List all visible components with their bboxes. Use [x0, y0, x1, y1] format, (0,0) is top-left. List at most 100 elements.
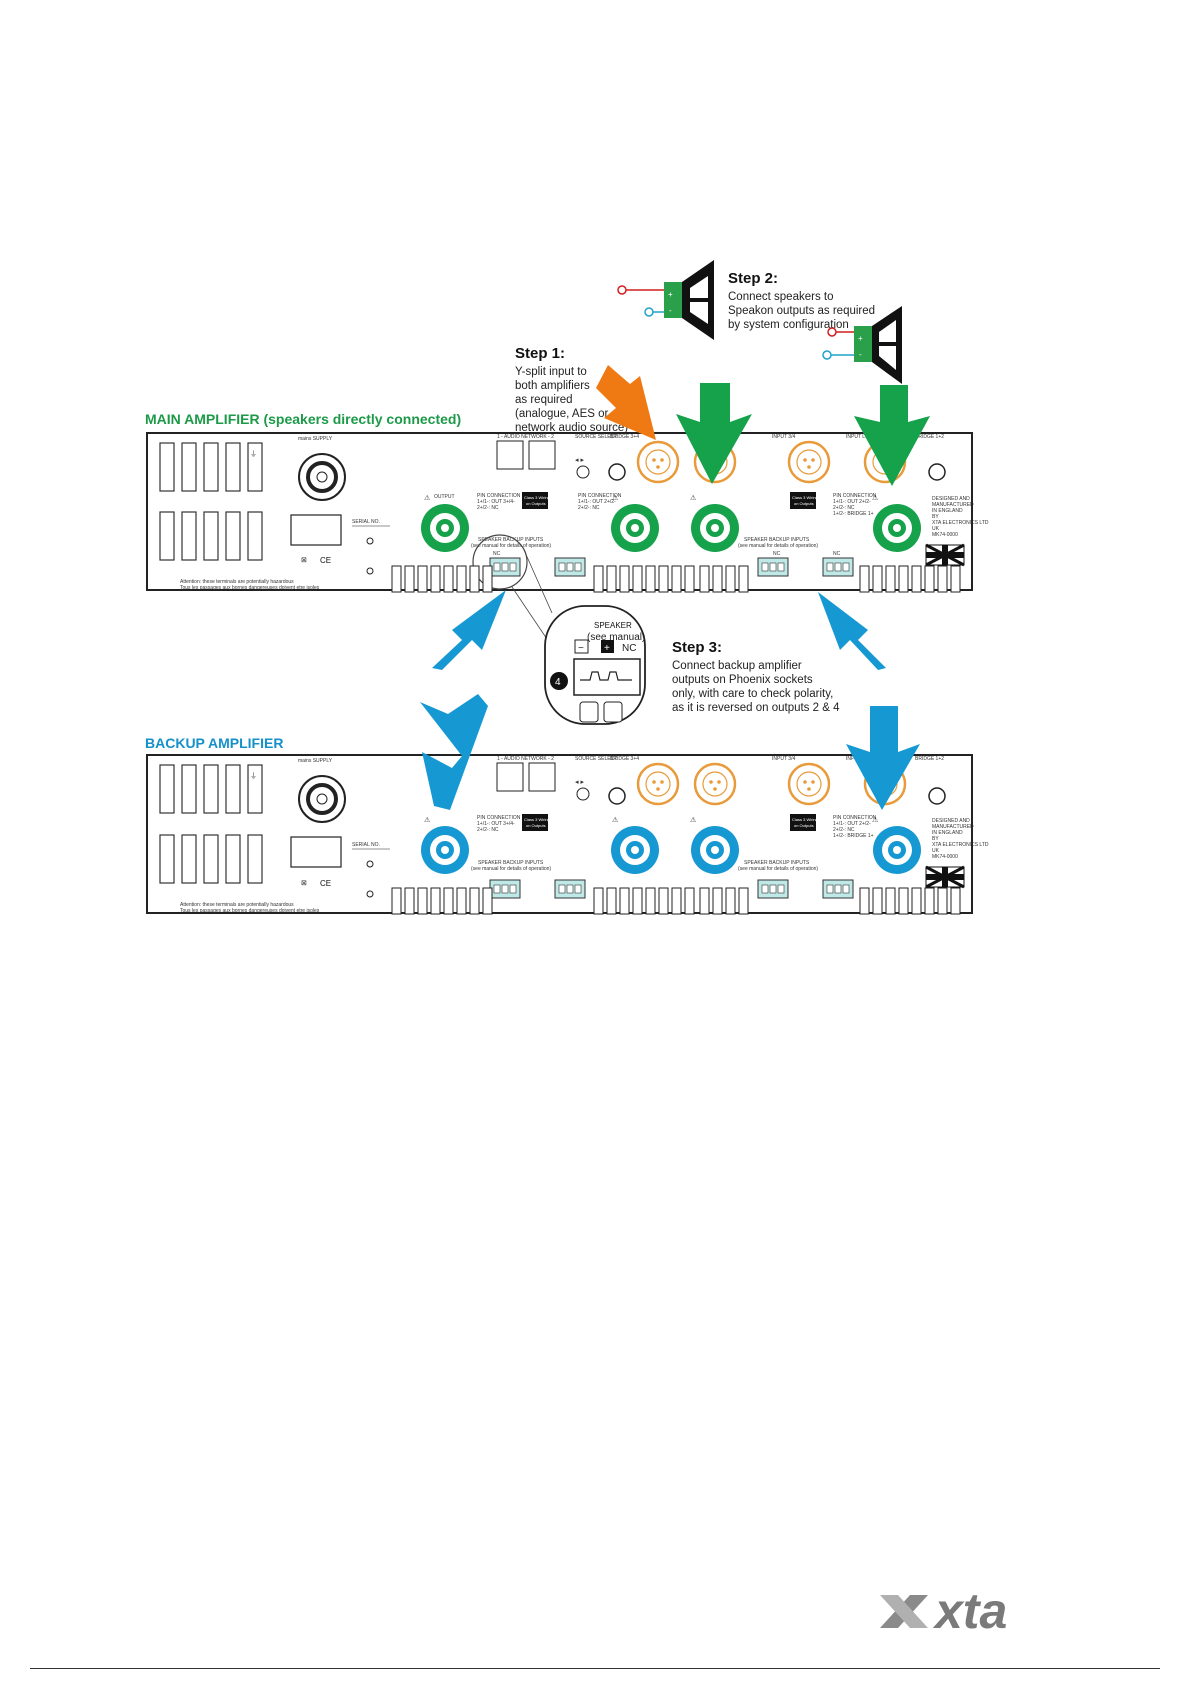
- backup-wiring-box-2: [790, 814, 816, 831]
- step1-line-5: network audio source): [515, 422, 628, 434]
- step2-speaker-a: + -: [617, 260, 714, 340]
- backup-uk-flag: [925, 865, 965, 889]
- svg-text:BY: BY: [932, 836, 939, 842]
- svg-text:(see manual for details of ope: (see manual for details of operation): [471, 543, 551, 549]
- main-input34: INPUT 3/4: [772, 434, 795, 440]
- step1-line-2: both amplifiers: [515, 380, 590, 392]
- svg-text:DESIGNED AND: DESIGNED AND: [932, 818, 970, 824]
- svg-text:⏚: ⏚: [250, 772, 257, 780]
- step3-line-1: Connect backup amplifier: [672, 660, 802, 672]
- svg-text:(see manual for details of ope: (see manual for details of operation): [471, 866, 551, 872]
- main-source-select: SOURCE SELECT: [575, 434, 617, 440]
- svg-text:SERIAL NO.: SERIAL NO.: [352, 842, 380, 848]
- svg-text:1+/1-: OUT 2+/2-: 1+/1-: OUT 2+/2-: [578, 499, 616, 505]
- svg-text:⚠: ⚠: [424, 494, 430, 502]
- backup-output-1: ⚠: [872, 816, 921, 874]
- svg-text:DESIGNED AND: DESIGNED AND: [932, 496, 970, 502]
- zoom-plus: +: [604, 643, 610, 654]
- svg-text:on Outputs: on Outputs: [526, 501, 546, 506]
- svg-text:on Outputs: on Outputs: [526, 823, 546, 828]
- zoom-nc: NC: [622, 643, 636, 654]
- logo-text: xta: [932, 1583, 1007, 1639]
- svg-text:⚠: ⚠: [872, 494, 878, 502]
- svg-text:⚠: ⚠: [872, 816, 878, 824]
- svg-text:BRIDGE 3+4: BRIDGE 3+4: [610, 756, 639, 762]
- main-output-4: ⚠ OUTPUT: [421, 494, 469, 552]
- step3-caption: Step 3: Connect backup amplifier outputs…: [672, 639, 840, 714]
- step3-line-4: as it is reversed on outputs 2 & 4: [672, 702, 840, 714]
- zoom-number: 4: [555, 677, 561, 688]
- zoom-title: SPEAKER: [594, 621, 632, 630]
- svg-text:2+/2-: NC: 2+/2-: NC: [477, 827, 499, 833]
- svg-text:MANUFACTURED: MANUFACTURED: [932, 824, 974, 830]
- green-arrow-output-2: [676, 383, 752, 484]
- svg-text:IN ENGLAND: IN ENGLAND: [932, 508, 963, 514]
- main-amp-label: MAIN AMPLIFIER (speakers directly connec…: [145, 411, 461, 427]
- svg-text:XTA ELECTRONICS LTD: XTA ELECTRONICS LTD: [932, 842, 989, 848]
- svg-text:⚠: ⚠: [424, 816, 430, 824]
- step2-line-1: Connect speakers to: [728, 291, 833, 303]
- svg-text:Class 3 Wiring: Class 3 Wiring: [792, 817, 818, 822]
- svg-text:2+/2-: NC: 2+/2-: NC: [477, 505, 499, 511]
- svg-text:1+/1-: OUT 3+/4-: 1+/1-: OUT 3+/4-: [477, 821, 515, 827]
- svg-text:(see manual for details of ope: (see manual for details of operation): [738, 866, 818, 872]
- step1-title: Step 1:: [515, 345, 565, 362]
- svg-text:SPEAKER BACKUP INPUTS: SPEAKER BACKUP INPUTS: [478, 537, 544, 543]
- svg-text:NC: NC: [493, 551, 501, 557]
- svg-text:(see manual for details of ope: (see manual for details of operation): [738, 543, 818, 549]
- main-power-label: mains SUPPLY: [298, 436, 333, 442]
- main-serial: SERIAL NO.: [352, 519, 380, 525]
- svg-text:⚠: ⚠: [612, 494, 618, 502]
- main-bridge34: BRIDGE 3+4: [610, 434, 639, 440]
- main-output4-label: OUTPUT: [434, 494, 455, 500]
- main-output-2: ⚠: [690, 494, 739, 552]
- svg-text:BRIDGE 1+2: BRIDGE 1+2: [915, 756, 944, 762]
- svg-text:⚠: ⚠: [690, 816, 696, 824]
- svg-text:2+/2-: NC: 2+/2-: NC: [578, 505, 600, 511]
- svg-text:Class 3 Wiring: Class 3 Wiring: [524, 817, 550, 822]
- svg-text:PIN CONNECTION: PIN CONNECTION: [833, 815, 877, 821]
- speaker-plus: +: [668, 290, 673, 299]
- step1-line-4: (analogue, AES or: [515, 408, 609, 420]
- blue-arrow-down-left: [420, 694, 488, 810]
- main-uk-flag: [925, 543, 965, 567]
- main-output-3: ⚠: [611, 494, 659, 552]
- svg-text:⚠: ⚠: [612, 816, 618, 824]
- backup-output-4: ⚠: [421, 816, 469, 874]
- main-warning-2: Tous les passages aux bornes dangereuses…: [180, 585, 320, 591]
- svg-text:⚠: ⚠: [690, 494, 696, 502]
- svg-text:SOURCE SELECT: SOURCE SELECT: [575, 756, 617, 762]
- blue-arrow-down-right: [846, 706, 920, 810]
- svg-text:CE: CE: [320, 879, 331, 888]
- main-amp-panel: ⏚ mains SUPPLY SERIAL NO. ⊠ CE Attention…: [146, 432, 989, 719]
- step2-caption: Step 2: Connect speakers to Speakon outp…: [728, 270, 875, 331]
- main-warning: Attention: these terminals are potential…: [180, 579, 294, 585]
- blue-arrow-up-left: [432, 590, 506, 670]
- main-pin-a: PIN CONNECTION: [477, 493, 521, 499]
- main-wiring-box-2: [790, 492, 816, 509]
- svg-text:MK74-0000: MK74-0000: [932, 854, 958, 860]
- svg-text:1+/2-: BRIDGE 1+: 1+/2-: BRIDGE 1+: [833, 511, 874, 517]
- svg-text:2+/2-: NC: 2+/2-: NC: [833, 505, 855, 511]
- step2-title: Step 2:: [728, 270, 778, 287]
- svg-text:1+/1-: OUT 3+/4-: 1+/1-: OUT 3+/4-: [477, 499, 515, 505]
- green-arrow-output-1: [854, 385, 930, 486]
- phoenix-zoom-inset: SPEAKER (see manual) − + NC 4: [544, 605, 646, 725]
- svg-text:PIN CONNECTION: PIN CONNECTION: [833, 493, 877, 499]
- main-network-label: 1 - AUDIO NETWORK - 2: [497, 434, 554, 440]
- svg-text:⊠: ⊠: [301, 880, 307, 887]
- main-bridge12: BRIDGE 1+2: [915, 434, 944, 440]
- step1-line-1: Y-split input to: [515, 366, 587, 378]
- svg-text:UK: UK: [932, 848, 940, 854]
- zoom-minus: −: [578, 643, 584, 654]
- svg-text:◂ ▸: ◂ ▸: [575, 779, 584, 786]
- zoom-note: (see manual): [587, 632, 645, 643]
- svg-text:Tous les passages aux bornes d: Tous les passages aux bornes dangereuses…: [180, 908, 320, 914]
- svg-text:MK74-0000: MK74-0000: [932, 532, 958, 538]
- step2-line-3: by system configuration: [728, 319, 849, 331]
- step1-line-3: as required: [515, 394, 573, 406]
- svg-text:NC: NC: [773, 551, 781, 557]
- speaker-b-minus: -: [859, 350, 862, 359]
- step3-title: Step 3:: [672, 639, 722, 656]
